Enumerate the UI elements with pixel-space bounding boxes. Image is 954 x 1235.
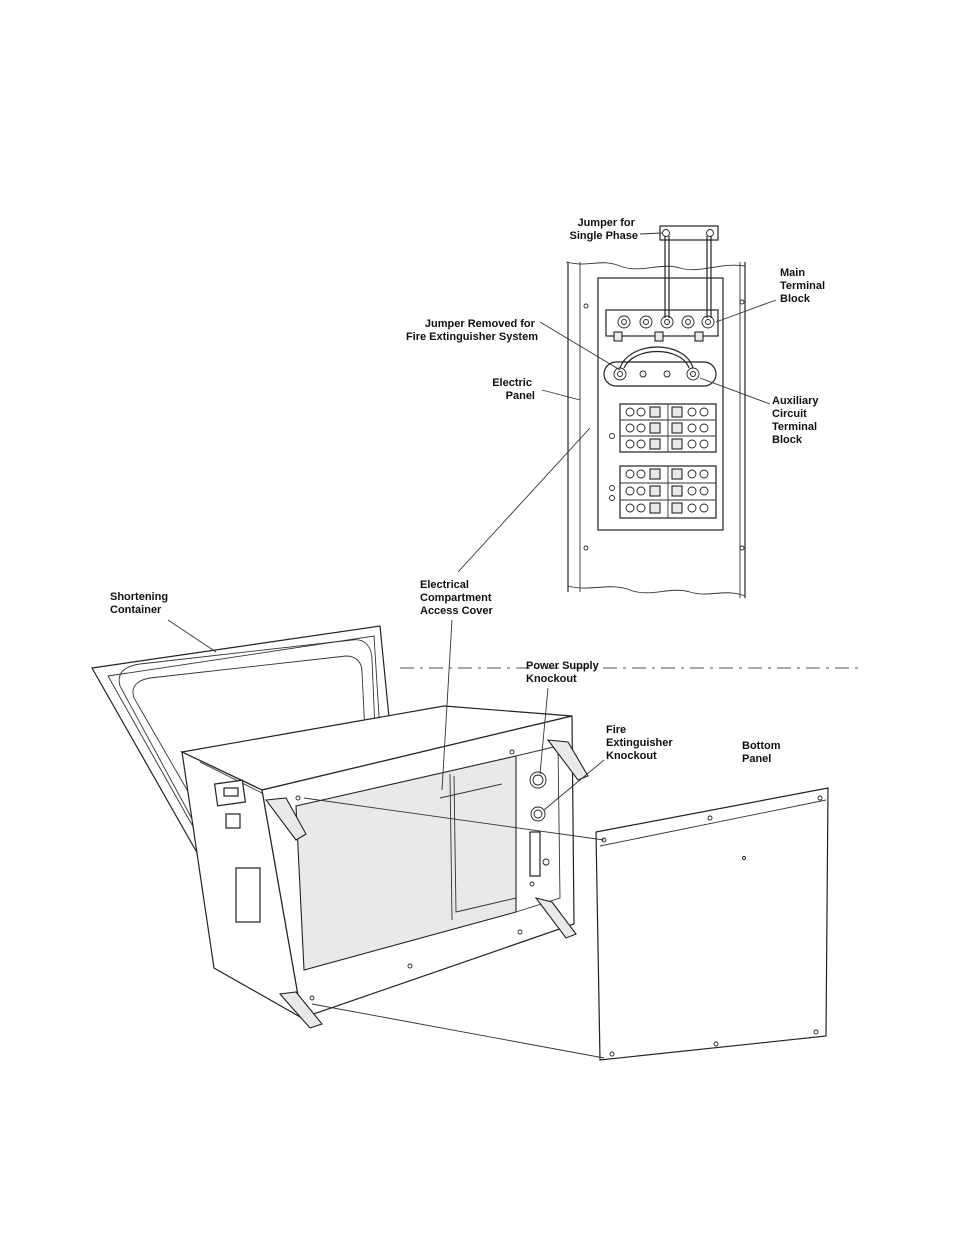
label-power-supply-knockout: Power Supply Knockout <box>526 660 602 685</box>
label-jumper-single-phase: Jumper for Single Phase <box>570 217 638 242</box>
label-auxiliary-block: Auxiliary Circuit Terminal Block <box>772 395 822 446</box>
label-fire-extinguisher-knockout: Fire Extinguisher Knockout <box>606 724 676 762</box>
label-shortening-container: Shortening Container <box>110 591 171 616</box>
label-main-terminal-block: Main Terminal Block <box>780 267 828 305</box>
label-electric-panel: Electric Panel <box>492 377 535 402</box>
breaker-bank-upper <box>610 404 717 452</box>
breaker-bank-lower <box>610 466 717 518</box>
label-bottom-panel: Bottom Panel <box>742 740 784 765</box>
label-access-cover: Electrical Compartment Access Cover <box>420 579 495 617</box>
electric-panel-detail <box>566 226 745 598</box>
bottom-panel <box>596 788 828 1060</box>
fryer-cabinet <box>182 706 588 1028</box>
label-jumper-removed: Jumper Removed for Fire Extinguisher Sys… <box>406 318 538 343</box>
